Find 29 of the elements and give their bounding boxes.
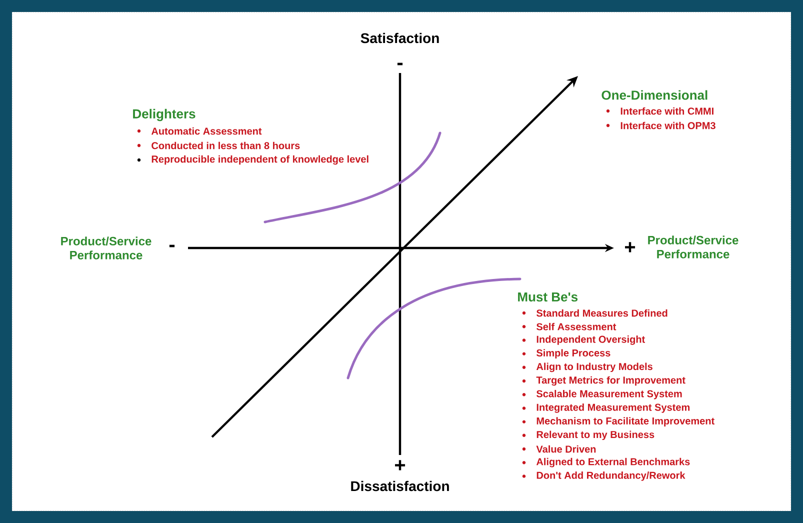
- list-item: Align to Industry Models: [536, 362, 652, 372]
- axis-label: Dissatisfaction: [351, 480, 449, 492]
- list-item: Relevant to my Business: [536, 430, 654, 440]
- list-item: Interface with CMMI: [620, 107, 714, 115]
- axis-label: Product/Service Performance: [61, 236, 152, 260]
- axis-sign: -: [397, 62, 403, 66]
- axis-label: Product/Service Performance: [648, 236, 738, 258]
- list-item: Integrated Measurement System: [536, 404, 690, 413]
- list-item: Automatic Assessment: [151, 127, 262, 135]
- axis-sign: -: [169, 244, 175, 248]
- list-item: Independent Oversight: [536, 336, 645, 345]
- list-item: Mechanism to Facilitate Improvement: [536, 417, 714, 426]
- axis-sign: +: [395, 460, 406, 470]
- heading: Must Be's: [518, 292, 578, 302]
- heading: One-Dimensional: [602, 90, 708, 100]
- list-item: Target Metrics for Improvement: [536, 376, 686, 386]
- list-item: Standard Measures Defined: [536, 309, 668, 317]
- list-item: Self Assessment: [536, 322, 616, 330]
- heading: Delighters: [133, 108, 196, 122]
- axis-label: Satisfaction: [360, 32, 439, 44]
- list-item: Scalable Measurement System: [536, 390, 682, 400]
- list-item: Conducted in less than 8 hours: [152, 142, 300, 150]
- list-item: Don't Add Redundancy/Rework: [536, 472, 686, 481]
- list-item: Simple Process: [536, 349, 610, 358]
- list-item: Reproducible independent of knowledge level: [152, 155, 368, 165]
- list-item: Aligned to External Benchmarks: [536, 458, 690, 468]
- list-item: Interface with OPM3: [620, 122, 716, 130]
- axis-sign: +: [625, 242, 636, 252]
- list-item: Value Driven: [536, 445, 596, 453]
